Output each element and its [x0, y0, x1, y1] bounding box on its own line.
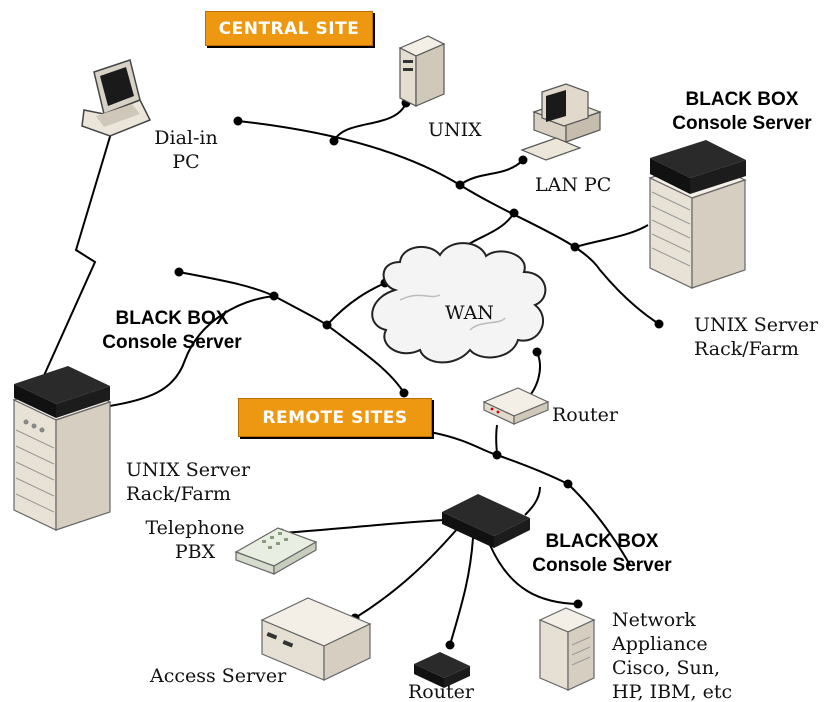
- connection-dot: [563, 479, 573, 489]
- central-console-line2: Console Server: [672, 113, 812, 134]
- access-server-icon: [260, 597, 372, 681]
- cables: [41, 102, 660, 646]
- dialin-pc-line2: PC: [172, 151, 200, 173]
- telephone-pbx-label: Telephone PBX: [140, 516, 250, 564]
- remote-console-server-label: BLACK BOX Console Server: [522, 530, 682, 578]
- connection-dot: [492, 450, 502, 460]
- wan-to-router-cable: [529, 351, 541, 396]
- connection-dot: [455, 180, 465, 190]
- network-appliance-icon: [538, 607, 596, 691]
- connection-dot: [509, 208, 519, 218]
- left-console-line2: Console Server: [102, 332, 242, 353]
- left-backbone-cable: [178, 271, 405, 394]
- left-rack-line1: UNIX Server: [126, 459, 251, 481]
- switch-uplink-cable: [524, 486, 541, 516]
- connection-dot: [518, 155, 528, 165]
- appliance-line4: HP, IBM, etc: [612, 681, 733, 702]
- router-top-label: Router: [552, 404, 618, 426]
- remote-sites-tag: REMOTE SITES: [238, 398, 432, 437]
- router-to-switch-cable: [495, 424, 498, 456]
- central-console-line1: BLACK BOX: [685, 89, 799, 110]
- connection-dot: [322, 320, 332, 330]
- router-bottom-label: Router: [408, 681, 474, 702]
- wan-label: WAN: [445, 302, 494, 324]
- access-server-label: Access Server: [150, 665, 287, 687]
- central-site-tag: CENTRAL SITE: [205, 11, 373, 46]
- lan-pc-label: LAN PC: [535, 174, 612, 196]
- unix-drop-cable: [333, 102, 407, 142]
- connection-dot: [445, 640, 455, 650]
- central-console-server-label: BLACK BOX Console Server: [662, 88, 822, 136]
- connection-dot: [269, 291, 279, 301]
- left-console-server-icon: [14, 366, 110, 418]
- dialin-phone-line: [41, 129, 113, 381]
- remote-console-line1: BLACK BOX: [545, 531, 659, 552]
- router-bottom-icon: [414, 652, 470, 688]
- central-console-server-icon: [650, 140, 746, 194]
- appliance-cable: [489, 544, 579, 605]
- unix-label: UNIX: [428, 119, 482, 141]
- appliance-line1: Network: [612, 609, 696, 631]
- connection-dot: [174, 267, 184, 277]
- remote-backbone-cable: [429, 431, 631, 566]
- dialin-pc-line1: Dial-in: [154, 127, 218, 149]
- phone-cable: [280, 519, 446, 534]
- connection-dot: [654, 319, 664, 329]
- left-to-wan-cable: [326, 282, 386, 326]
- telephone-line2: PBX: [174, 541, 216, 563]
- left-console-cable: [102, 295, 275, 408]
- central-rack-line1: UNIX Server: [694, 314, 819, 336]
- appliance-line3: Cisco, Sun,: [612, 657, 721, 679]
- remote-console-server-icon: [442, 494, 530, 548]
- connection-dot: [532, 347, 542, 357]
- unix-tower-icon: [398, 35, 446, 107]
- central-rack-label: UNIX Server Rack/Farm: [694, 313, 818, 361]
- laptop-icon: [81, 59, 152, 137]
- appliance-line2: Appliance: [612, 633, 708, 655]
- connection-dot: [329, 136, 339, 146]
- access-server-cable: [354, 527, 459, 619]
- connection-dot: [573, 599, 583, 609]
- left-rack-label: UNIX Server Rack/Farm: [126, 458, 250, 506]
- network-appliance-label: Network Appliance Cisco, Sun, HP, IBM, e…: [612, 608, 732, 702]
- remote-console-line2: Console Server: [532, 555, 672, 576]
- central-rack-line2: Rack/Farm: [694, 338, 799, 360]
- telephone-line1: Telephone: [145, 517, 245, 539]
- lan-pc-icon: [520, 83, 602, 161]
- dialin-pc-label: Dial-in PC: [146, 126, 226, 174]
- wan-cloud: [371, 242, 547, 364]
- left-rack-line2: Rack/Farm: [126, 483, 231, 505]
- central-console-drop-cable: [574, 224, 649, 248]
- telephone-icon: [234, 527, 318, 576]
- left-console-line1: BLACK BOX: [115, 308, 229, 329]
- connection-dot: [399, 388, 409, 398]
- left-console-server-label: BLACK BOX Console Server: [88, 307, 256, 355]
- connection-dot: [570, 242, 580, 252]
- connection-dots: [98, 98, 664, 650]
- connection-dot: [233, 116, 243, 126]
- bottom-router-cable: [449, 537, 474, 646]
- lanpc-drop-cable: [459, 159, 524, 186]
- router-top-icon: [482, 387, 550, 425]
